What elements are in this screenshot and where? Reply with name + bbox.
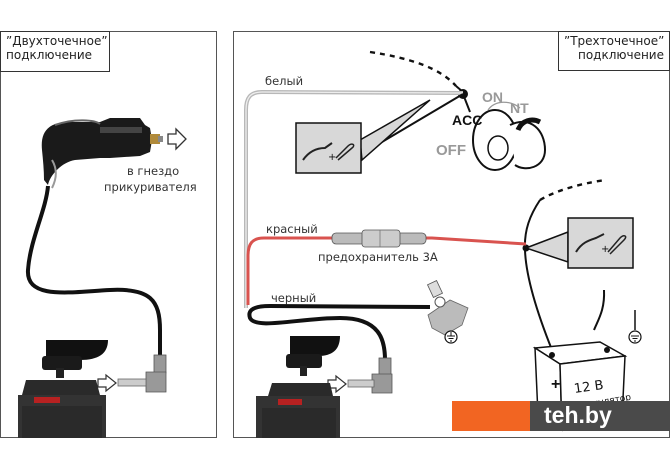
right-angle-plug [117, 354, 167, 393]
battery-plus-label: + [551, 376, 561, 393]
svg-text:+: + [601, 244, 609, 255]
fuse-label: предохранитель 3А [318, 250, 438, 264]
right-angle-plug [347, 357, 393, 394]
connector-callout-top: + [295, 99, 431, 174]
dashed-connector-line [369, 50, 457, 87]
ignition-on-label: ON [482, 89, 503, 105]
watermark-dark-block [530, 401, 670, 431]
three-point-title-box: ”Трехточечное” подключение [558, 31, 670, 71]
site-watermark: teh.by [452, 401, 670, 431]
ground-icon [444, 330, 458, 344]
three-point-title-line2: подключение [577, 48, 664, 62]
dashcam-device [18, 340, 108, 438]
plug-label-line1: в гнездо [127, 164, 180, 178]
red-wire [246, 236, 527, 305]
red-wire-label: красный [266, 222, 318, 236]
watermark-text: teh.by [544, 402, 612, 428]
ignition-nt-label: NT [510, 100, 529, 116]
dashcam-device [256, 336, 340, 438]
three-point-title-line1: ”Трехточечное” [564, 34, 665, 48]
battery-lead-line [523, 199, 553, 351]
two-point-title-line1: ”Двухточечное” [6, 34, 108, 48]
white-wire-label: белый [265, 74, 304, 88]
power-cable [25, 185, 162, 355]
arrow-left-icon [97, 373, 117, 393]
arrow-right-icon [167, 127, 187, 151]
plug-label-line2: прикуривателя [104, 180, 197, 194]
ground-icon-battery [628, 310, 642, 344]
connector-callout-right: + [523, 217, 634, 269]
watermark-orange-block [452, 401, 530, 431]
svg-text:+: + [328, 152, 336, 163]
cigarette-lighter-plug [41, 118, 163, 189]
ignition-off-label: OFF [436, 142, 466, 159]
two-point-title-box: ”Двухточечное” подключение [0, 31, 110, 72]
black-wire-label: черный [271, 291, 317, 305]
fuse [331, 229, 427, 248]
two-point-title-line2: подключение [6, 48, 93, 62]
ignition-acc-label: ACC [452, 112, 483, 128]
ignition-switch [472, 101, 547, 171]
black-wire [247, 303, 431, 361]
ground-bolt [426, 280, 469, 336]
